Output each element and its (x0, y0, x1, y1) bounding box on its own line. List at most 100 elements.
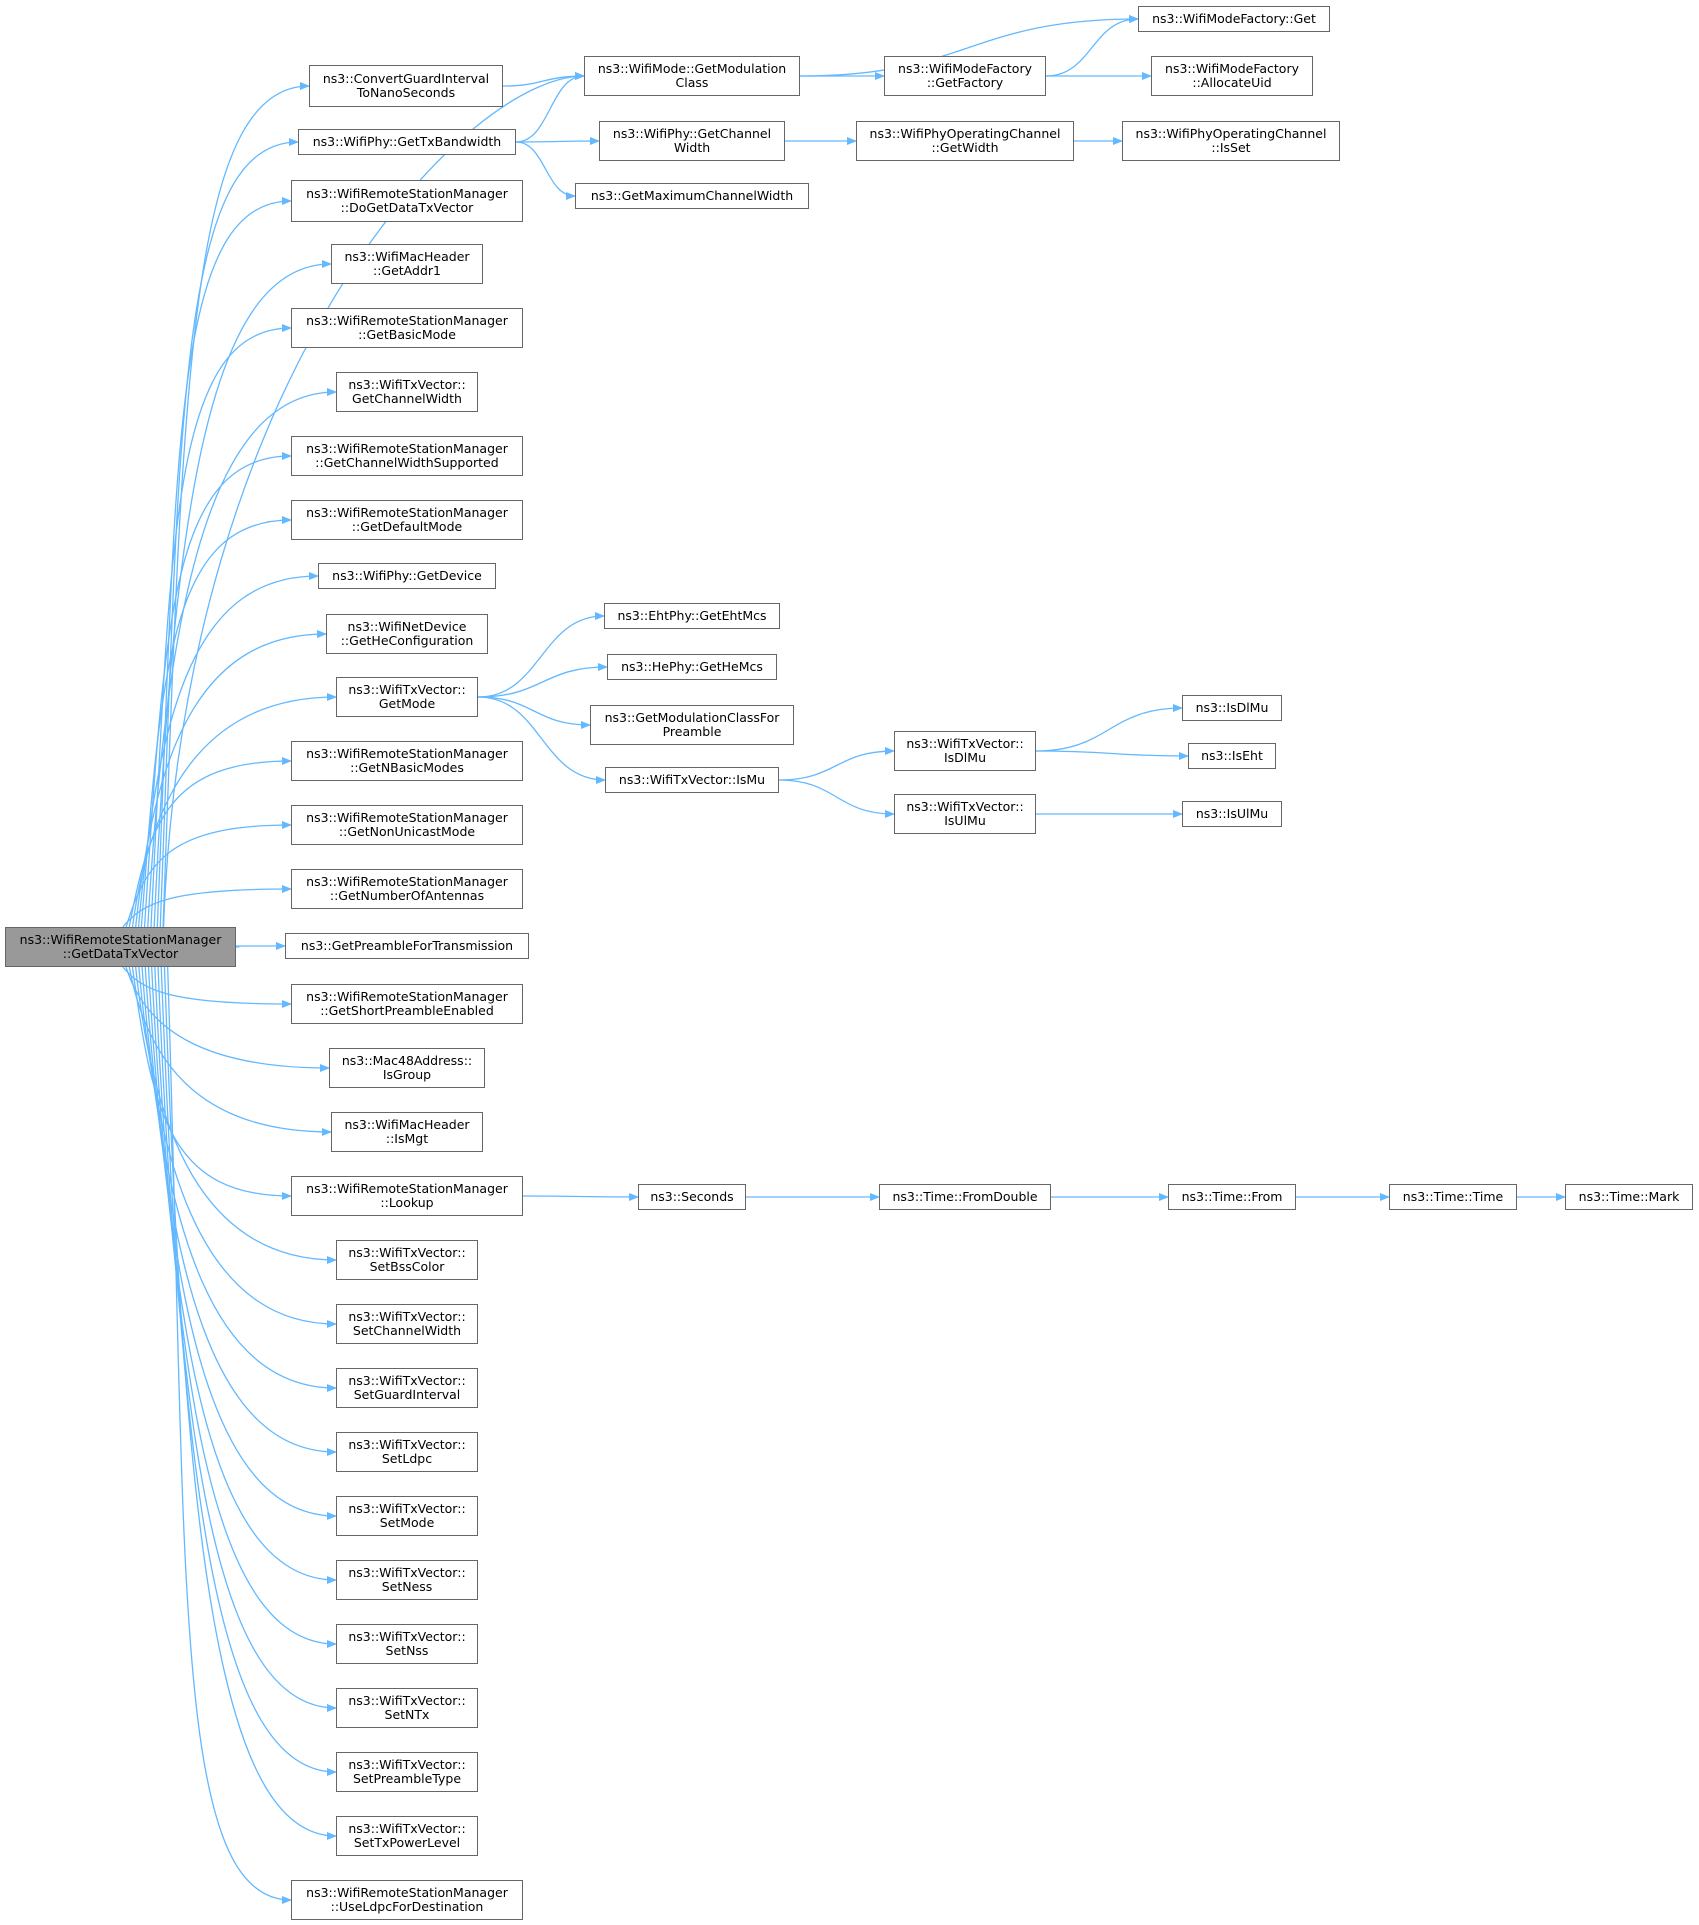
node-useldpc[interactable]: ns3::WifiRemoteStationManager ::UseLdpcF… (291, 1880, 523, 1920)
node-label: ns3::WifiRemoteStationManager ::GetDataT… (19, 932, 222, 961)
edge-txvisdlmu-to-iseht (1035, 750, 1189, 760)
node-label: ns3::IsUlMu (1195, 806, 1269, 821)
node-label: ns3::WifiTxVector:: SetPreambleType (348, 1757, 466, 1786)
node-setchw[interactable]: ns3::WifiTxVector:: SetChannelWidth (336, 1304, 478, 1344)
node-wmfgetfac[interactable]: ns3::WifiModeFactory ::GetFactory (884, 56, 1046, 96)
node-label: ns3::WifiModeFactory::Get (1152, 11, 1316, 26)
edge-root-to-setgi (141, 966, 337, 1392)
node-setntx[interactable]: ns3::WifiTxVector:: SetNTx (336, 1688, 478, 1728)
node-txvismu[interactable]: ns3::WifiTxVector::IsMu (605, 767, 779, 793)
node-label: ns3::WifiTxVector:: SetLdpc (348, 1437, 466, 1466)
node-opchgetw[interactable]: ns3::WifiPhyOperatingChannel ::GetWidth (856, 121, 1074, 161)
node-fromdouble[interactable]: ns3::Time::FromDouble (879, 1184, 1051, 1210)
node-getchws[interactable]: ns3::WifiRemoteStationManager ::GetChann… (291, 436, 523, 476)
edge-root-to-setldpc (144, 966, 337, 1456)
node-label: ns3::WifiRemoteStationManager ::GetShort… (306, 989, 508, 1018)
node-label: ns3::WifiTxVector:: SetBssColor (348, 1245, 466, 1274)
node-timetime[interactable]: ns3::Time::Time (1389, 1184, 1517, 1210)
node-isdlmu[interactable]: ns3::IsDlMu (1182, 695, 1282, 721)
node-setgi[interactable]: ns3::WifiTxVector:: SetGuardInterval (336, 1368, 478, 1408)
edge-txvgetmode-to-ehtmcs (477, 612, 605, 698)
node-getmaxchw[interactable]: ns3::GetMaximumChannelWidth (575, 183, 809, 209)
node-ehtmcs[interactable]: ns3::EhtPhy::GetEhtMcs (604, 603, 780, 629)
node-label: ns3::WifiTxVector:: GetMode (348, 682, 466, 711)
node-label: ns3::WifiTxVector:: SetMode (348, 1501, 466, 1530)
node-setness[interactable]: ns3::WifiTxVector:: SetNess (336, 1560, 478, 1600)
node-setbss[interactable]: ns3::WifiTxVector:: SetBssColor (336, 1240, 478, 1280)
edge-root-to-lookup (131, 966, 292, 1200)
node-getmodclassfor[interactable]: ns3::GetModulationClassFor Preamble (590, 705, 794, 745)
edge-root-to-txvgetmode (131, 693, 337, 928)
node-txvchw[interactable]: ns3::WifiTxVector:: GetChannelWidth (336, 372, 478, 412)
node-label: ns3::WifiTxVector:: GetChannelWidth (348, 377, 466, 406)
node-label: ns3::Time::Mark (1578, 1189, 1680, 1204)
node-getshort[interactable]: ns3::WifiRemoteStationManager ::GetShort… (291, 984, 523, 1024)
edge-root-to-getshort (122, 966, 292, 1008)
node-getpreamble[interactable]: ns3::GetPreambleForTransmission (285, 933, 529, 959)
node-label: ns3::WifiRemoteStationManager ::GetBasic… (306, 313, 508, 342)
edge-root-to-getnumant (122, 885, 292, 928)
node-gettxbw[interactable]: ns3::WifiPhy::GetTxBandwidth (298, 129, 516, 155)
node-label: ns3::GetPreambleForTransmission (300, 938, 514, 953)
node-isulmu[interactable]: ns3::IsUlMu (1182, 801, 1282, 827)
node-label: ns3::WifiMacHeader ::IsMgt (344, 1117, 470, 1146)
node-setmode[interactable]: ns3::WifiTxVector:: SetMode (336, 1496, 478, 1536)
node-getnonuni[interactable]: ns3::WifiRemoteStationManager ::GetNonUn… (291, 805, 523, 845)
node-label: ns3::Time::From (1181, 1189, 1283, 1204)
node-txvisulmu[interactable]: ns3::WifiTxVector:: IsUlMu (894, 794, 1036, 834)
node-label: ns3::WifiNetDevice ::GetHeConfiguration (340, 619, 474, 648)
node-iseht[interactable]: ns3::IsEht (1188, 743, 1276, 769)
node-root[interactable]: ns3::WifiRemoteStationManager ::GetDataT… (5, 927, 236, 967)
node-timemark[interactable]: ns3::Time::Mark (1565, 1184, 1693, 1210)
node-label: ns3::WifiRemoteStationManager ::GetChann… (306, 441, 508, 470)
node-setpre[interactable]: ns3::WifiTxVector:: SetPreambleType (336, 1752, 478, 1792)
node-setnss[interactable]: ns3::WifiTxVector:: SetNss (336, 1624, 478, 1664)
node-getbasic[interactable]: ns3::WifiRemoteStationManager ::GetBasic… (291, 308, 523, 348)
node-label: ns3::WifiModeFactory ::GetFactory (898, 61, 1032, 90)
edge-getmodclass-to-wmfget (799, 15, 1139, 77)
edge-root-to-getnonuni (125, 821, 292, 928)
node-label: ns3::WifiRemoteStationManager ::GetNBasi… (306, 746, 508, 775)
node-label: ns3::WifiRemoteStationManager ::DoGetDat… (306, 186, 508, 215)
node-phygetchw[interactable]: ns3::WifiPhy::GetChannel Width (599, 121, 785, 161)
node-getdevice[interactable]: ns3::WifiPhy::GetDevice (318, 563, 496, 589)
node-isgroup[interactable]: ns3::Mac48Address:: IsGroup (329, 1048, 485, 1088)
node-getnumant[interactable]: ns3::WifiRemoteStationManager ::GetNumbe… (291, 869, 523, 909)
node-getheconf[interactable]: ns3::WifiNetDevice ::GetHeConfiguration (326, 614, 488, 654)
edge-root-to-txvchw (147, 388, 337, 928)
node-label: ns3::WifiPhy::GetDevice (332, 568, 482, 583)
node-ismgt[interactable]: ns3::WifiMacHeader ::IsMgt (331, 1112, 483, 1152)
edge-lookup-to-seconds (522, 1192, 639, 1201)
node-txvisdlmu[interactable]: ns3::WifiTxVector:: IsDlMu (894, 731, 1036, 771)
node-convgi[interactable]: ns3::ConvertGuardInterval ToNanoSeconds (309, 65, 503, 107)
node-label: ns3::WifiTxVector:: SetNess (348, 1565, 466, 1594)
node-getdefault[interactable]: ns3::WifiRemoteStationManager ::GetDefau… (291, 500, 523, 540)
node-label: ns3::WifiTxVector:: SetTxPowerLevel (348, 1821, 466, 1850)
node-lookup[interactable]: ns3::WifiRemoteStationManager ::Lookup (291, 1176, 523, 1216)
node-label: ns3::IsDlMu (1195, 700, 1269, 715)
edge-txvismu-to-txvisdlmu (778, 747, 895, 781)
node-wmfget[interactable]: ns3::WifiModeFactory::Get (1138, 6, 1330, 32)
node-getnbasic[interactable]: ns3::WifiRemoteStationManager ::GetNBasi… (291, 741, 523, 781)
node-setldpc[interactable]: ns3::WifiTxVector:: SetLdpc (336, 1432, 478, 1472)
node-opchisset[interactable]: ns3::WifiPhyOperatingChannel ::IsSet (1122, 121, 1340, 161)
node-settxpow[interactable]: ns3::WifiTxVector:: SetTxPowerLevel (336, 1816, 478, 1856)
node-wmfalloc[interactable]: ns3::WifiModeFactory ::AllocateUid (1151, 56, 1313, 96)
node-seconds[interactable]: ns3::Seconds (638, 1184, 746, 1210)
node-hemcs[interactable]: ns3::HePhy::GetHeMcs (607, 654, 777, 680)
node-txvgetmode[interactable]: ns3::WifiTxVector:: GetMode (336, 677, 478, 717)
node-getaddr1[interactable]: ns3::WifiMacHeader ::GetAddr1 (331, 244, 483, 284)
node-label: ns3::IsEht (1201, 748, 1263, 763)
node-label: ns3::WifiTxVector:: SetChannelWidth (348, 1309, 466, 1338)
edge-txvgetmode-to-txvismu (477, 696, 606, 784)
node-dogetdata[interactable]: ns3::WifiRemoteStationManager ::DoGetDat… (291, 180, 523, 222)
edge-root-to-ismgt (128, 966, 332, 1136)
node-getmodclass[interactable]: ns3::WifiMode::GetModulation Class (584, 56, 800, 96)
edge-root-to-useldpc (167, 966, 292, 1904)
edge-root-to-getdefault (140, 516, 292, 928)
node-label: ns3::GetMaximumChannelWidth (590, 188, 794, 203)
node-timefrom[interactable]: ns3::Time::From (1168, 1184, 1296, 1210)
node-label: ns3::ConvertGuardInterval ToNanoSeconds (322, 71, 490, 100)
edge-txvgetmode-to-hemcs (477, 663, 608, 698)
